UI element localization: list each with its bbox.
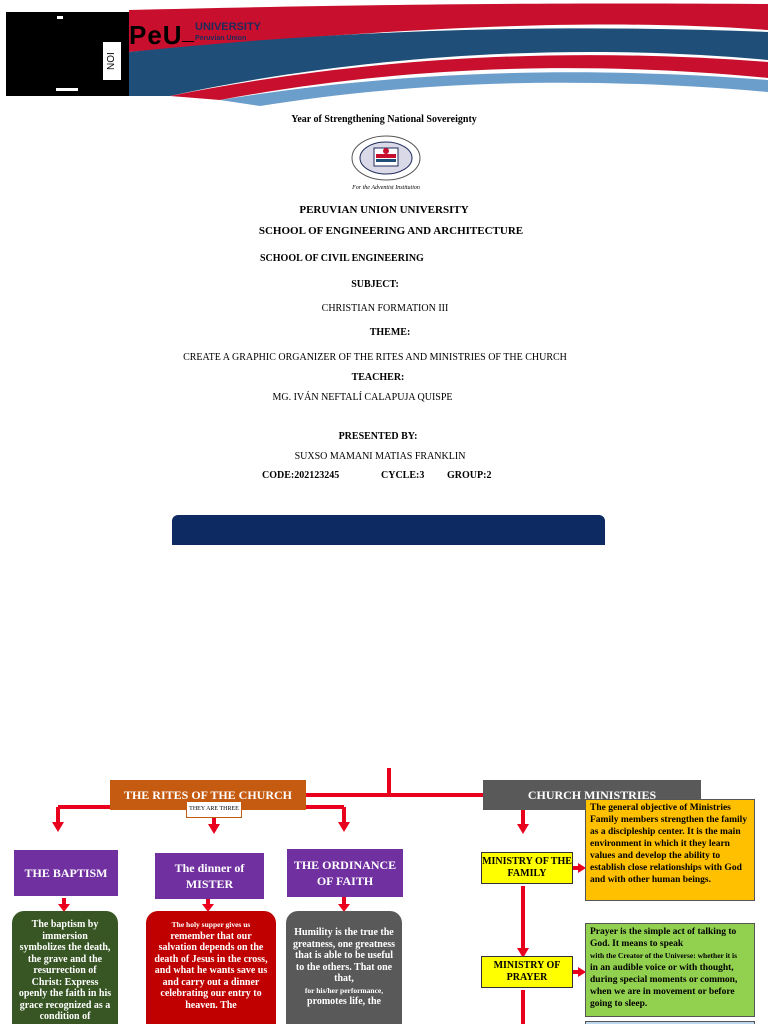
student-code: CODE:202123245	[262, 470, 340, 481]
brand-underline	[182, 41, 194, 42]
theme-value: CREATE A GRAPHIC ORGANIZER OF THE RITES …	[183, 352, 567, 363]
university-logo: NOI	[6, 12, 129, 96]
ordinance-text: Humility is the true the greatness, one …	[292, 927, 396, 984]
ordinance-description: Humility is the true the greatness, one …	[286, 911, 402, 1024]
teacher-value: MG. IVÁN NEFTALÍ CALAPUJA QUISPE	[272, 392, 453, 403]
ordinance-text-small: for his/her performance,	[304, 985, 384, 995]
teacher-label: TEACHER:	[351, 372, 405, 383]
prayer-text-b: in an audible voice or with thought, dur…	[590, 963, 738, 1009]
university-title: UNIVERSITY	[195, 21, 262, 33]
crest-caption: For the Adventist Institution	[352, 185, 420, 191]
presented-label: PRESENTED BY:	[338, 431, 418, 442]
year-line: Year of Strengthening National Sovereign…	[291, 114, 477, 125]
subject-label: SUBJECT:	[351, 279, 399, 290]
ordinance-box: THE ORDINANCE OF FAITH	[287, 849, 403, 897]
section-band	[172, 515, 605, 545]
prayer-description: Prayer is the simple act of talking to G…	[585, 923, 755, 1017]
student-group: GROUP:2	[447, 470, 492, 481]
logo-side-text: NOI	[103, 42, 121, 80]
rites-note: THEY ARE THREE	[186, 801, 242, 818]
theme-label: THEME:	[369, 327, 411, 338]
ordinance-text-end: promotes life, the	[307, 996, 381, 1007]
university-subtitle: Peruvian Union	[195, 35, 247, 42]
university-name: PERUVIAN UNION UNIVERSITY	[299, 204, 469, 216]
subject-value: CHRISTIAN FORMATION III	[321, 303, 449, 314]
dinner-text: remember that our salvation depends on t…	[154, 930, 268, 1011]
prayer-text-small: with the Creator of the Universe: whethe…	[590, 951, 738, 960]
prayer-text-a: Prayer is the simple act of talking to G…	[590, 927, 737, 949]
department-name: SCHOOL OF CIVIL ENGINEERING	[260, 253, 424, 264]
dinner-description: The holy supper gives us remember that o…	[146, 911, 276, 1024]
dinner-box: The dinner of MISTER	[155, 853, 264, 899]
baptism-description: The baptism by immersion symbolizes the …	[12, 911, 118, 1024]
student-cycle: CYCLE:3	[381, 470, 425, 481]
brand-text: PeU	[129, 20, 183, 50]
school-name: SCHOOL OF ENGINEERING AND ARCHITECTURE	[258, 225, 524, 237]
ministry-family-box: MINISTRY OF THE FAMILY	[481, 852, 573, 884]
university-crest-icon	[351, 135, 421, 181]
baptism-box: THE BAPTISM	[14, 850, 118, 896]
baptism-text: The baptism by immersion symbolizes the …	[18, 919, 112, 1022]
dinner-text-small: The holy supper gives us	[171, 920, 251, 929]
next-box-edge	[585, 1021, 755, 1024]
header-banner	[129, 3, 768, 106]
family-description: The general objective of Ministries Fami…	[585, 799, 755, 901]
student-name: SUXSO MAMANI MATIAS FRANKLIN	[294, 451, 466, 462]
ministry-prayer-box: MINISTRY OF PRAYER	[481, 956, 573, 988]
